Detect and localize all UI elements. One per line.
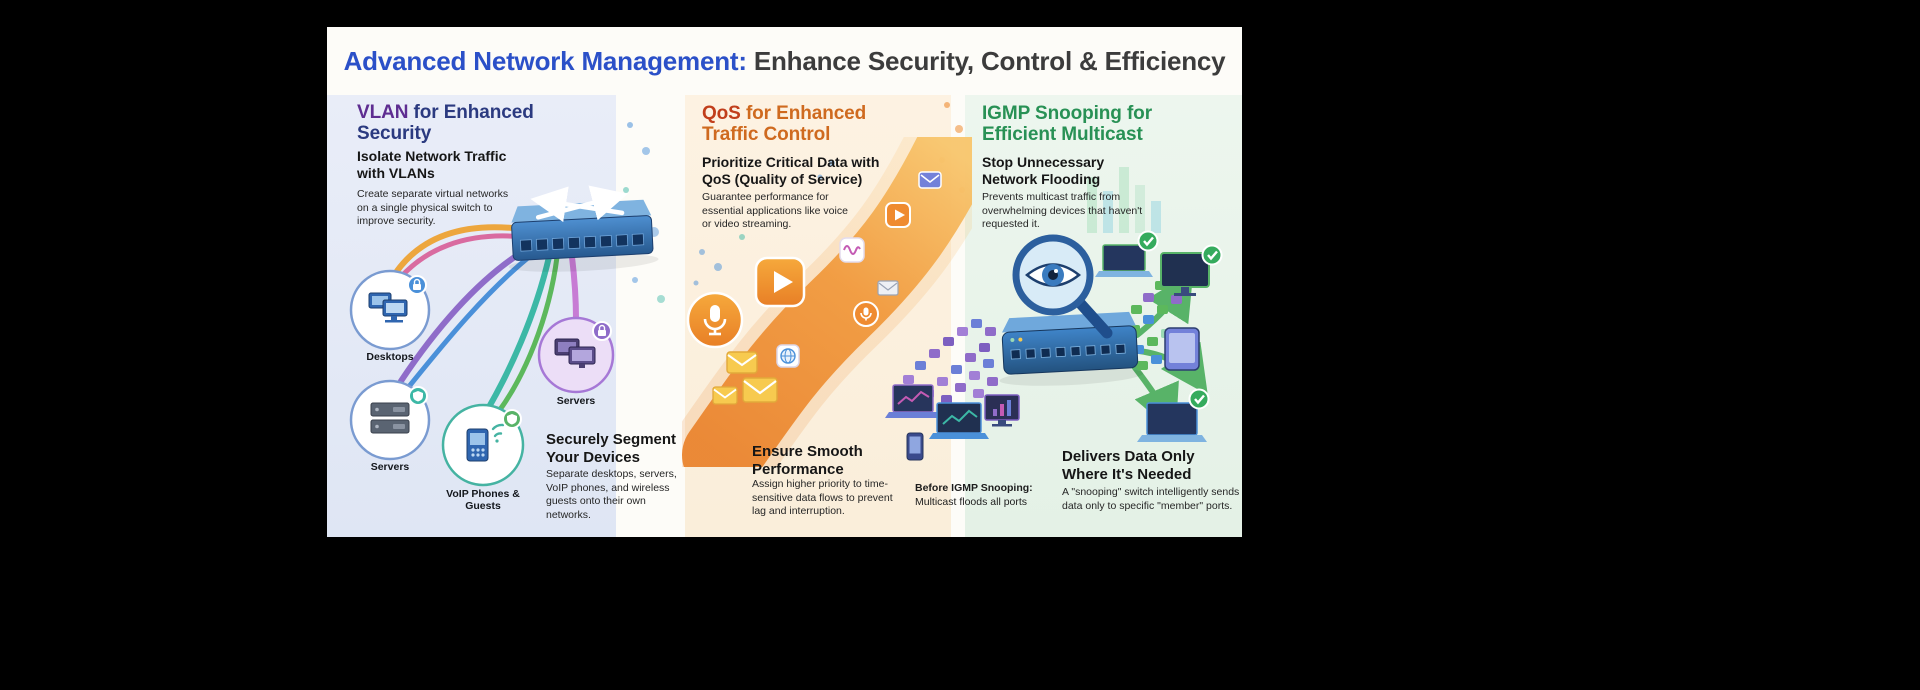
- infographic-panel: Advanced Network Management: Enhance Sec…: [327, 27, 1242, 537]
- igmp-before-body: Multicast floods all ports: [915, 495, 1028, 508]
- vlan-point1-title: Isolate Network Traffic with VLANs: [357, 148, 507, 182]
- page-title-rest: Enhance Security, Control & Efficiency: [746, 46, 1226, 76]
- decorative-dots: [693, 160, 835, 286]
- envelope-icon: [726, 351, 758, 374]
- decorative-dot: [632, 277, 638, 283]
- igmp-illustration-svg: [885, 167, 1223, 461]
- qos-heading: QoS for Enhanced Traffic Control: [702, 103, 892, 146]
- vlan-heading: VLAN for Enhanced Security: [357, 102, 607, 145]
- igmp-before-label: Before IGMP Snooping:: [915, 482, 1033, 494]
- decorative-bars: [1087, 167, 1161, 233]
- decorative-dot: [627, 122, 633, 128]
- check-badge-icon: [1201, 244, 1223, 266]
- qos-illustration: [670, 99, 1007, 507]
- lock-badge-icon: [592, 321, 612, 341]
- vlan-illustration-svg: [349, 185, 659, 487]
- shield-badge-icon: [408, 386, 428, 406]
- vlan-point1-body: Create separate virtual networks on a si…: [357, 188, 509, 228]
- vlan-point2-body: Separate desktops, servers, VoIP phones,…: [546, 468, 677, 521]
- desktops-label: Desktops: [366, 351, 414, 363]
- vlan-heading-highlight: VLAN: [357, 102, 409, 123]
- decorative-dot: [955, 125, 963, 133]
- snooping-eye-magnifier-icon: [1012, 234, 1113, 339]
- qos-point2-title: Ensure Smooth Performance: [752, 443, 863, 479]
- qos-heading-highlight: QoS: [702, 103, 741, 124]
- check-badge-icon: [1137, 230, 1159, 252]
- vlan-heading-rest: for Enhanced Security: [357, 102, 534, 145]
- igmp-point1-body: Prevents multicast traffic from overwhel…: [982, 191, 1143, 231]
- voip-phone-group-icon: [441, 403, 525, 487]
- igmp-point2-body: A "snooping" switch intelligently sends …: [1062, 486, 1240, 512]
- qos-point1-title: Prioritize Critical Data with QoS (Quali…: [702, 154, 880, 188]
- envelope-icon: [712, 386, 738, 405]
- desktops-group-icon: [349, 269, 431, 351]
- microphone-icon: [853, 301, 879, 327]
- vlan-illustration: Desktops Servers Servers VoIP Phones & G…: [327, 167, 662, 517]
- igmp-heading: IGMP Snooping for Efficient Multicast: [982, 103, 1152, 146]
- left-devices-icon: [885, 384, 1020, 461]
- igmp-point1-title: Stop Unnecessary Network Flooding: [982, 154, 1105, 188]
- page-title-highlight: Advanced Network Management:: [343, 46, 747, 76]
- music-wave-icon: [839, 237, 865, 263]
- servers-left-group-icon: [349, 379, 431, 461]
- igmp-section: IGMP Snooping for Efficient Multicast St…: [327, 27, 1242, 537]
- voip-label: VoIP Phones & Guests: [446, 488, 520, 513]
- qos-heading-rest: for Enhanced Traffic Control: [702, 103, 867, 146]
- decorative-dot: [649, 227, 659, 237]
- data-packets-targeted: [1129, 281, 1182, 370]
- igmp-point2-title: Delivers Data Only Where It's Needed: [1062, 448, 1195, 484]
- decorative-dot: [642, 147, 650, 155]
- qos-point1-body: Guarantee performance for essential appl…: [702, 191, 848, 231]
- vlan-cables: [394, 224, 579, 414]
- qos-section: QoS for Enhanced Traffic Control Priorit…: [327, 27, 1242, 537]
- priority-band-icon: [670, 99, 1007, 507]
- vlan-point2-title: Securely Segment Your Devices: [546, 431, 677, 467]
- globe-icon: [776, 344, 800, 368]
- wifi-arcs-icon: [491, 423, 505, 443]
- page-title: Advanced Network Management: Enhance Sec…: [327, 46, 1242, 77]
- lock-badge-icon: [407, 275, 427, 295]
- exchange-arrows-icon: [530, 185, 628, 223]
- play-button-icon: [754, 256, 806, 308]
- envelope-icon: [742, 377, 778, 403]
- qos-illustration-svg: [670, 99, 1007, 507]
- servers-right-group-icon: [537, 316, 615, 394]
- mail-icon: [918, 171, 942, 189]
- servers-right-label: Servers: [556, 395, 596, 407]
- qos-point2-body: Assign higher priority to time-sensitive…: [752, 478, 893, 518]
- decorative-dot: [657, 295, 665, 303]
- check-badge-icon: [1188, 388, 1210, 410]
- igmp-network-switch-icon: [999, 311, 1144, 386]
- decorative-dot: [944, 102, 950, 108]
- shield-badge-icon: [502, 409, 522, 429]
- envelope-icon: [877, 280, 899, 296]
- igmp-before-note: Before IGMP Snooping: Multicast floods a…: [915, 482, 1050, 509]
- right-devices-icon: [1095, 230, 1223, 442]
- play-button-icon: [885, 202, 911, 228]
- igmp-illustration: [885, 157, 1242, 517]
- microphone-icon: [686, 291, 744, 349]
- vlan-network-switch-icon: [508, 185, 659, 272]
- vlan-section: VLAN for Enhanced Security Isolate Netwo…: [327, 27, 1242, 537]
- servers-left-label: Servers: [370, 461, 410, 473]
